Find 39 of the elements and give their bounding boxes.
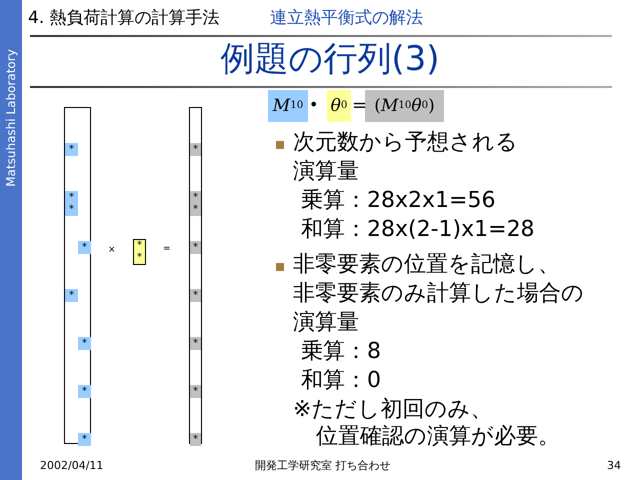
section-heading: 4. 熱負荷計算の計算手法	[28, 10, 220, 27]
matrix-entry: *	[190, 143, 201, 156]
matrix-entry: *	[78, 433, 91, 446]
slide-title: 例題の行列(3)	[220, 39, 440, 79]
bullet-text: 次元数から予想される	[293, 132, 518, 154]
matrix-entry: *	[65, 143, 78, 156]
bullet-text: 乗算：28x2x1=56	[301, 190, 496, 212]
side-label: Matsuhashi Laboratory	[5, 49, 17, 187]
footer-text: 開発工学研究室 打ち合わせ	[255, 460, 390, 471]
bullet-text: 非零要素の位置を記憶し、	[293, 254, 560, 276]
matrix-entry: *	[190, 337, 201, 350]
matrix-column	[189, 107, 202, 444]
matrix-entry: *	[190, 289, 201, 302]
note-text: 位置確認の演算が必要。	[316, 426, 560, 448]
bullet-text: 演算量	[293, 312, 359, 334]
subsection-heading: 連立熱平衡式の解法	[270, 10, 423, 27]
page-number: 34	[607, 460, 621, 471]
matrix-column	[64, 107, 91, 444]
matrix-entry: *	[78, 385, 91, 398]
operator-symbol: =	[163, 245, 171, 254]
bullet-text: 乗算：8	[301, 341, 381, 363]
matrix-entry: *	[78, 337, 91, 350]
operator-symbol: ×	[108, 246, 116, 255]
bullet-text: 和算：0	[301, 370, 381, 392]
matrix-entry: *	[65, 289, 78, 302]
bullet-text: 和算：28x(2-1)x1=28	[301, 219, 535, 241]
matrix-entry: *	[190, 433, 201, 446]
operator-symbol: •	[309, 97, 318, 113]
operator-symbol: =	[352, 97, 368, 115]
footer-date: 2002/04/11	[40, 460, 104, 471]
matrix-entry: *	[190, 241, 201, 254]
matrix-entry: *	[78, 241, 91, 254]
matrix-entry: *	[190, 385, 201, 398]
note-text: ※ただし初回のみ、	[293, 399, 492, 421]
matrix-entry: * *	[190, 191, 201, 216]
vector-column: * *	[133, 239, 146, 265]
bullet-text: 演算量	[293, 161, 359, 183]
matrix-entry: * *	[65, 191, 78, 216]
bullet-text: 非零要素のみ計算した場合の	[293, 283, 584, 305]
